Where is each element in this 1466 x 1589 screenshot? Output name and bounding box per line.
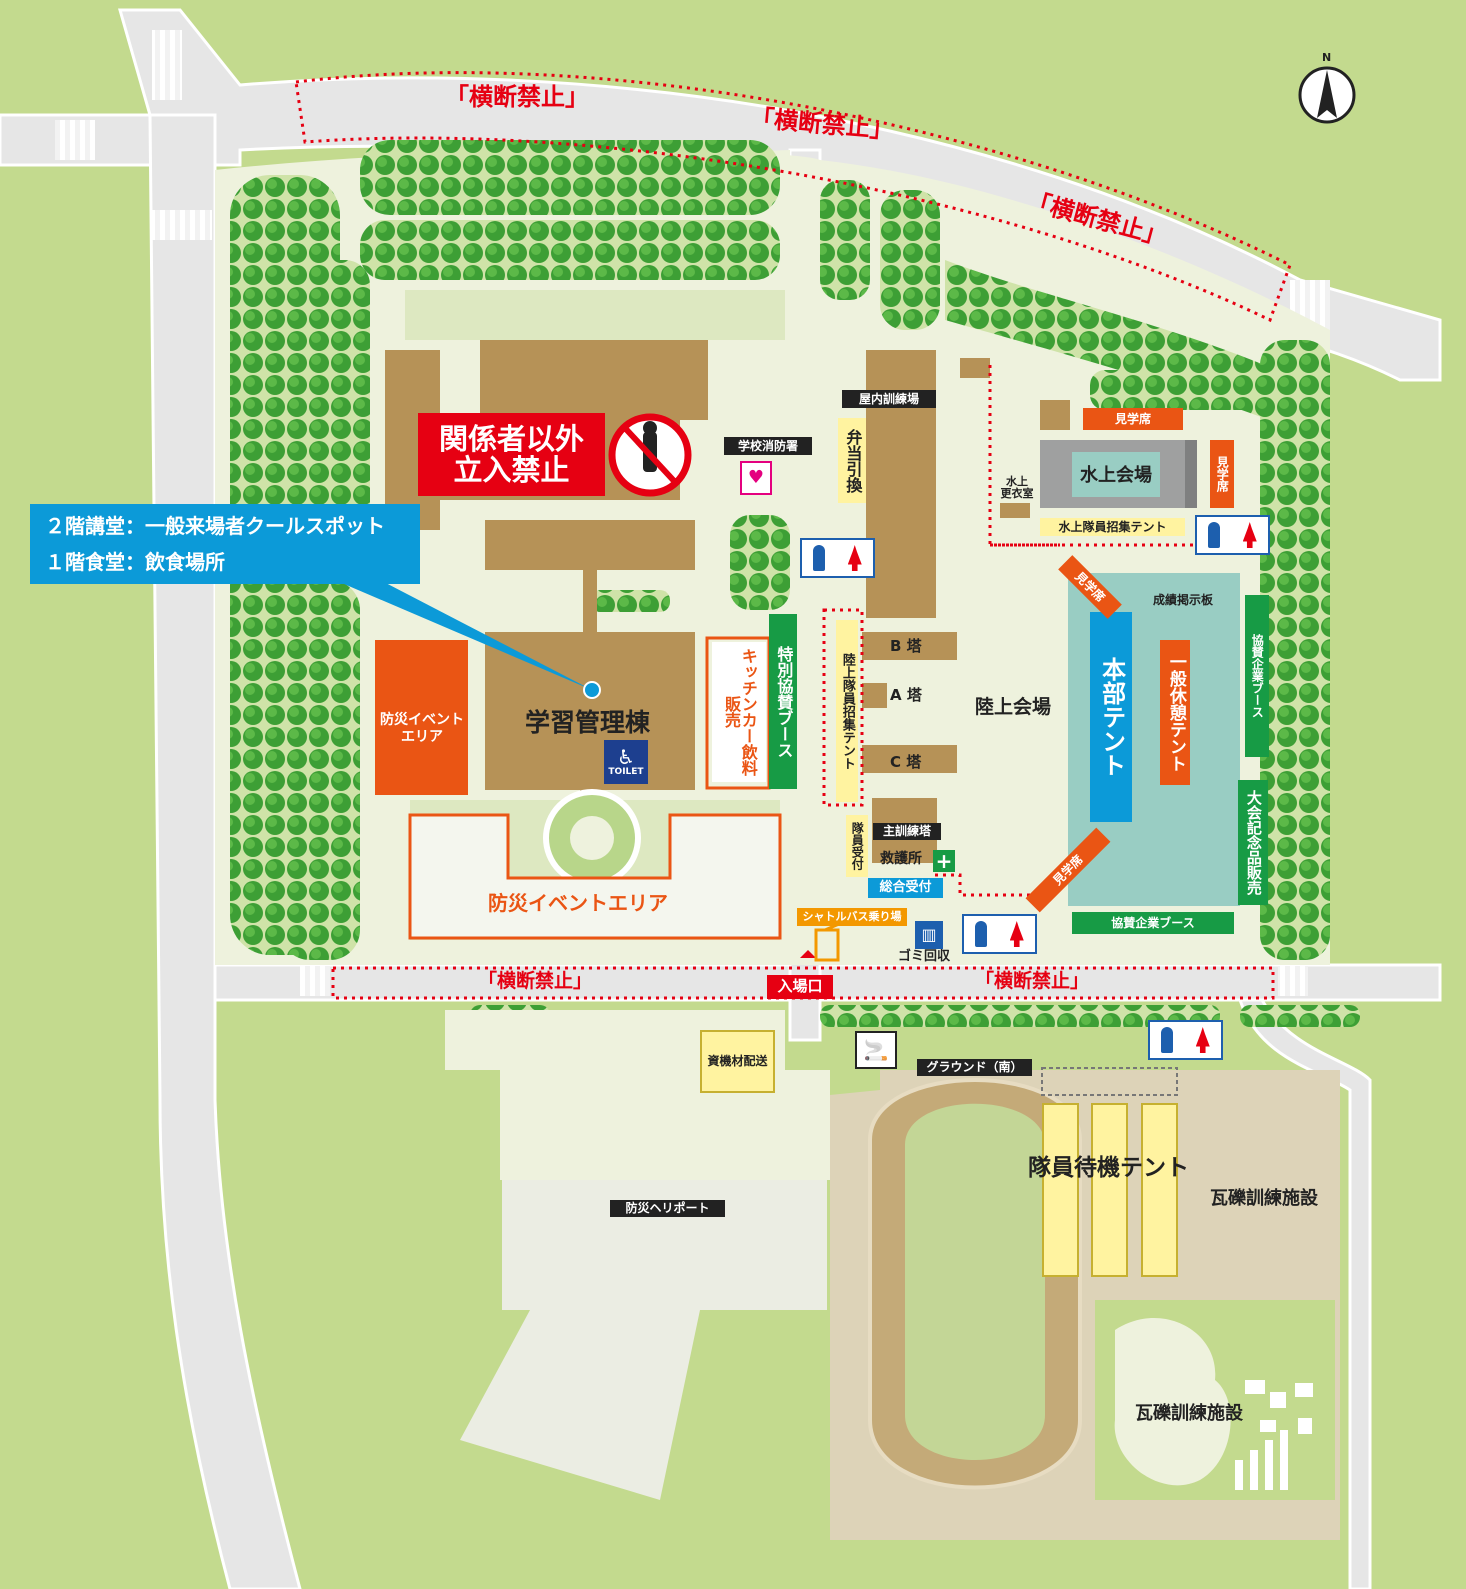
east-curve-road <box>1237 998 1372 1589</box>
shuttle-stop-label: シャトルバス乗り場 <box>797 908 907 926</box>
a-tower-building <box>862 683 887 708</box>
restricted-line1: 関係者以外 <box>438 422 584 457</box>
info-callout: ２階講堂：一般来場者クールスポット １階食堂：飲食場所 <box>30 504 420 584</box>
info-line2: １階食堂：飲食場所 <box>45 550 225 574</box>
rubble-facility-1: 瓦礫訓練施設 <box>1210 1188 1318 1209</box>
materials-delivery: 資機材配送 <box>700 1030 775 1093</box>
fire-school-label: 学校消防署 <box>724 437 812 455</box>
special-sponsor-booth: 特別協賛ブース <box>769 614 797 789</box>
first-aid-label: 救護所 <box>880 851 922 867</box>
baby-care-icon: ♥ <box>740 461 772 495</box>
lower-block <box>485 520 695 570</box>
general-rest-tent: 一般休憩テント <box>1160 640 1190 785</box>
c-tower-building <box>862 745 957 773</box>
bento-tent: 弁当引換 <box>838 418 866 503</box>
small-building-1 <box>960 358 990 378</box>
track-recruit-tent: 陸上隊員招集テント <box>836 620 858 802</box>
track-venue-label: 陸上会場 <box>975 696 1052 718</box>
waiting-tents-label: 隊員待機テント <box>1028 1155 1189 1181</box>
entrance-arrow <box>800 950 816 958</box>
c-tower-label: C 塔 <box>890 753 922 771</box>
kitchen-car-tent: キッチンカー飲料販売 <box>712 642 766 782</box>
no-crossing-bottom-left: 「横断禁止」 <box>478 970 593 992</box>
small-building-2 <box>1040 400 1070 430</box>
seat-top: 見学席 <box>1083 408 1183 430</box>
water-locker-building <box>1000 503 1030 518</box>
heliport-label: 防災ヘリポート <box>610 1200 725 1217</box>
seat-right: 見学席 <box>1210 440 1234 508</box>
waiting-tents-group <box>1042 1103 1178 1277</box>
callout-pointer <box>330 578 592 690</box>
entrance-label: 入場口 <box>767 975 833 999</box>
restroom-icon-water <box>1195 515 1270 555</box>
main-tower-label: 主訓練塔 <box>873 823 941 840</box>
restricted-line2: 立入禁止 <box>453 452 570 487</box>
restricted-banner: 関係者以外 立入禁止 <box>418 413 605 496</box>
souvenir-booth: 大会記念品販売 <box>1238 780 1268 905</box>
indoor-training-label: 屋内訓練場 <box>842 390 936 408</box>
no-crossing-top-1: 「横断禁止」 <box>445 83 589 111</box>
a-tower-label: A 塔 <box>890 686 922 704</box>
toilet-label: TOILET <box>608 766 644 777</box>
info-line1: ２階講堂：一般来場者クールスポット <box>45 514 385 538</box>
restroom-icon-ground <box>1148 1020 1223 1060</box>
ground-south-dashed <box>1041 1067 1178 1096</box>
water-locker-label: 水上 更衣室 <box>995 472 1039 504</box>
parking-event-area <box>408 813 782 940</box>
water-recruit-tent: 水上隊員招集テント <box>1040 518 1185 536</box>
north-label: N <box>1322 51 1332 64</box>
inner-lawn <box>405 290 785 340</box>
garbage-label: ゴミ回収 <box>898 949 951 964</box>
b-tower-building <box>862 632 957 660</box>
restroom-icon-south <box>962 914 1037 954</box>
hq-tent: 本部テント <box>1090 612 1132 822</box>
member-reception: 隊員受付 <box>846 815 868 877</box>
no-crossing-bottom-right: 「横断禁止」 <box>975 970 1090 992</box>
b-tower-label: B 塔 <box>890 637 922 655</box>
sponsor-booth-vertical: 協賛企業ブース <box>1245 595 1269 757</box>
rubble-facility-2: 瓦礫訓練施設 <box>1135 1403 1243 1424</box>
toilet-icon: ♿ TOILET <box>604 740 648 784</box>
sponsor-booth-horizontal: 協賛企業ブース <box>1072 912 1234 934</box>
north-arrow-icon <box>1298 66 1356 124</box>
smoking-area-icon: 🚬 <box>855 1031 897 1069</box>
corridor <box>583 565 597 635</box>
water-locker-line1: 水上 <box>1006 475 1028 489</box>
no-entry-icon <box>608 413 692 497</box>
trash-icon: ▥ <box>915 921 943 949</box>
west-vertical-road <box>148 113 302 1589</box>
bousai-event-area-1: 防災イベントエリア <box>380 712 464 745</box>
water-locker-line2: 更衣室 <box>1000 487 1034 500</box>
ground-south-label: グラウンド（南） <box>917 1059 1032 1076</box>
results-board: 成績掲示板 <box>1153 593 1214 607</box>
learning-building-label: 学習管理棟 <box>525 708 651 737</box>
bousai-event-area-2: 防災イベントエリア <box>488 891 668 915</box>
north-wing <box>480 340 708 420</box>
restroom-icon-west <box>800 538 875 578</box>
water-venue-label: 水上会場 <box>1080 465 1152 486</box>
general-reception: 総合受付 <box>868 878 943 898</box>
first-aid-icon: + <box>933 850 955 872</box>
bousai-event-area-block <box>375 640 468 795</box>
